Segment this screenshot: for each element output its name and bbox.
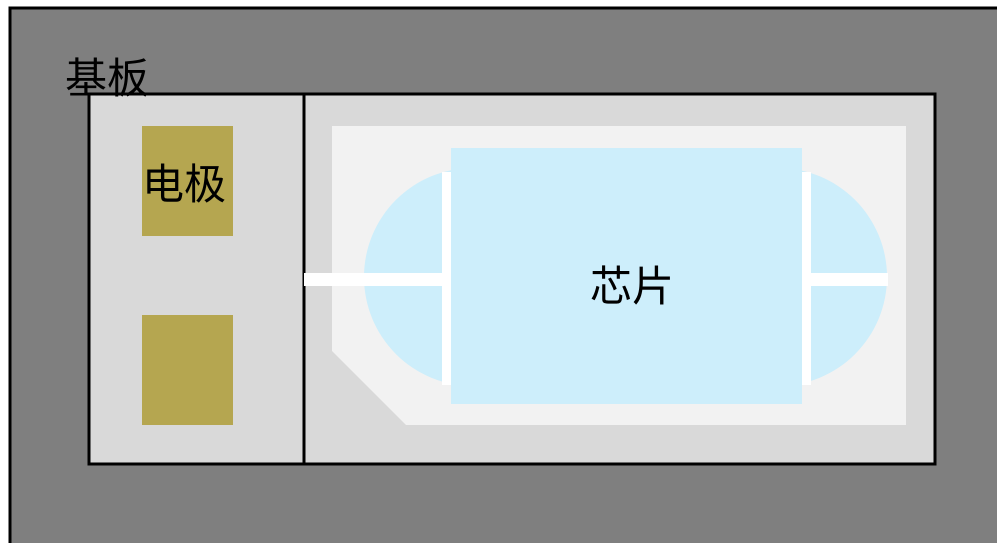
bond-wire-right	[802, 273, 888, 286]
electrode-label: 电极	[142, 160, 226, 209]
bond-wire-left	[304, 273, 450, 286]
electrode-bottom	[142, 315, 233, 425]
chip	[451, 148, 802, 404]
chip-label: 芯片	[590, 262, 674, 311]
wire-strip-left	[442, 172, 451, 385]
wire-strip-right	[802, 172, 811, 385]
substrate-label: 基板	[65, 54, 149, 103]
electrode-top	[142, 126, 233, 236]
